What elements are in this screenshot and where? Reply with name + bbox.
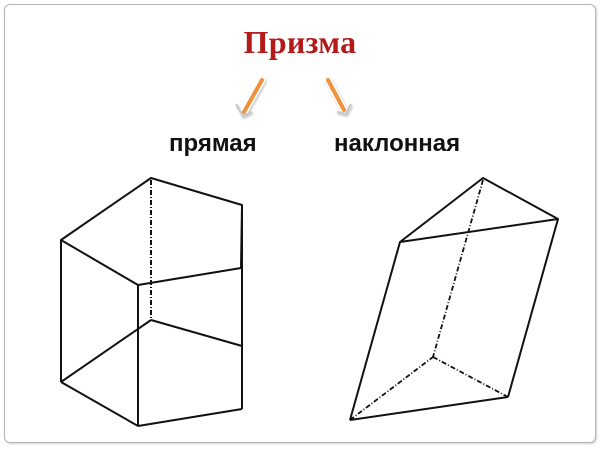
hidden-edges [349,179,509,421]
slide-frame [4,4,596,443]
oblique-triangular-prism [349,177,559,421]
right-pentagonal-prism [60,177,243,427]
arrow-right-icon [324,76,352,116]
slide-title: Призма [243,24,357,60]
label-oblique-prism: наклонная [334,130,461,157]
arrow-left-icon [235,76,266,118]
label-right-prism: прямая [169,130,257,157]
prism-top-face [399,177,559,243]
